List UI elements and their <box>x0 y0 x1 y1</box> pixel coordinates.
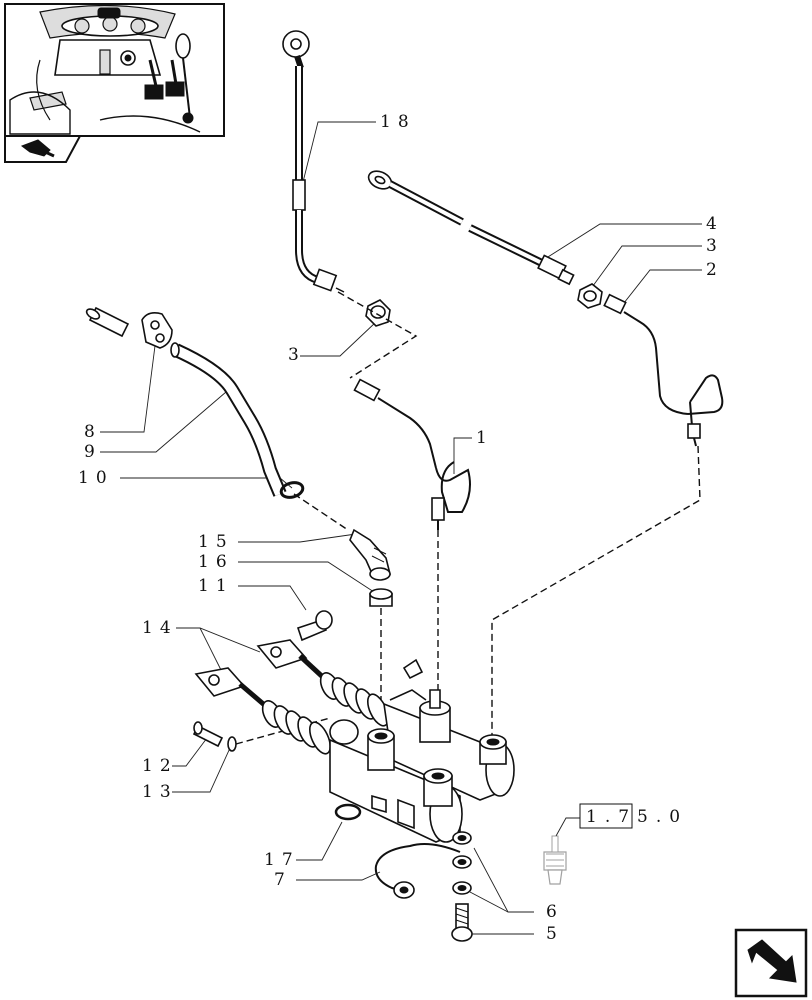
reference-part-faded <box>543 835 567 885</box>
part-12-screw[interactable] <box>192 721 224 748</box>
part-7-pipe[interactable] <box>374 843 461 899</box>
location-thumbnail[interactable] <box>4 3 225 137</box>
section-reference-link[interactable]: 1.75.0 <box>579 803 688 829</box>
callout-16: 16 <box>198 552 234 572</box>
part-15-elbow[interactable] <box>349 528 391 581</box>
part-13-washer[interactable] <box>227 736 237 752</box>
callout-18: 18 <box>380 112 416 132</box>
callout-5: 5 <box>546 924 564 944</box>
part-6-washers[interactable] <box>452 831 472 895</box>
part-18-pipe[interactable] <box>282 30 345 293</box>
bellows-upper <box>319 672 390 727</box>
callout-15: 15 <box>198 532 234 552</box>
part-11-pin[interactable] <box>296 610 333 642</box>
part-3-nut-left[interactable] <box>365 299 391 327</box>
callout-4: 4 <box>706 214 724 234</box>
part-16-seal[interactable] <box>369 588 393 607</box>
callout-12: 12 <box>142 756 178 776</box>
callout-11: 11 <box>198 576 234 596</box>
callout-8: 8 <box>84 422 102 442</box>
part-14-fork-upper[interactable] <box>256 639 328 682</box>
part-8-sleeve[interactable] <box>85 306 130 338</box>
callout-13: 13 <box>142 782 178 802</box>
part-4-pipe[interactable] <box>366 168 575 286</box>
part-8-clip[interactable] <box>141 312 173 349</box>
part-17-ring[interactable] <box>334 803 362 821</box>
callout-9: 9 <box>84 442 102 462</box>
part-10-clamp[interactable] <box>279 480 305 499</box>
master-cylinder-assembly[interactable] <box>194 639 515 843</box>
part-2-pipe[interactable] <box>603 293 724 447</box>
callout-labels: 18 4 3 2 3 8 9 10 1 15 16 11 14 12 13 17… <box>78 112 724 944</box>
part-1-pipe[interactable] <box>353 378 471 530</box>
callout-17: 17 <box>264 850 300 870</box>
section-arrow-icon <box>4 135 82 163</box>
callout-14: 14 <box>142 618 178 638</box>
section-reference-label[interactable]: 1.75.0 <box>586 807 688 827</box>
part-5-bolt[interactable] <box>451 903 473 942</box>
callout-7: 7 <box>274 870 292 890</box>
callout-3-right: 3 <box>706 236 724 256</box>
part-3-nut-right[interactable] <box>577 283 603 309</box>
callout-10: 10 <box>78 468 114 488</box>
callout-2: 2 <box>706 260 724 280</box>
part-9-hose[interactable] <box>170 342 287 497</box>
callout-6: 6 <box>546 902 564 922</box>
port-bosses <box>367 658 507 830</box>
bellows-lower <box>261 700 332 755</box>
callout-1: 1 <box>476 428 494 448</box>
next-page-arrow-icon[interactable] <box>734 928 808 998</box>
callout-3-left: 3 <box>288 345 306 365</box>
part-14-fork-lower[interactable] <box>194 667 270 710</box>
